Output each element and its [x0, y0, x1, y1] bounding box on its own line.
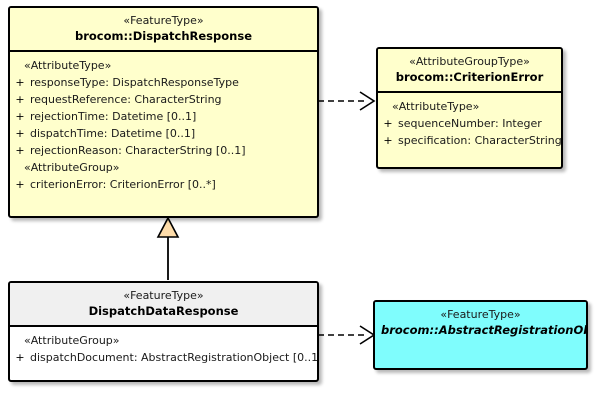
attribute-visibility: + — [15, 93, 25, 106]
class-name: DispatchDataResponse — [88, 304, 239, 318]
class-name: brocom::AbstractRegistrationObject — [381, 323, 586, 337]
attribute-row[interactable]: + sequenceNumber: Integer — [378, 115, 561, 132]
class-box-dispatch-response[interactable]: «FeatureType» brocom::DispatchResponse «… — [8, 6, 319, 218]
attribute-text: dispatchDocument: AbstractRegistrationOb… — [30, 351, 319, 364]
class-stereotype: «FeatureType» — [440, 308, 521, 321]
attribute-text: dispatchTime: Datetime [0..1] — [30, 127, 196, 140]
class-box-abstract-registration-object[interactable]: «FeatureType» brocom::AbstractRegistrati… — [373, 300, 588, 370]
attribute-row[interactable]: + rejectionTime: Datetime [0..1] — [10, 108, 317, 125]
class-header-dispatch-response: «FeatureType» brocom::DispatchResponse — [10, 8, 317, 52]
attribute-visibility: + — [15, 76, 25, 89]
open-arrowhead-icon — [359, 91, 376, 111]
compartment-group-label: «AttributeType» — [24, 59, 112, 72]
dependency-dispatch-response-to-criterion-error[interactable] — [318, 88, 378, 114]
class-header-dispatch-data-response: «FeatureType» DispatchDataResponse — [10, 283, 317, 327]
class-stereotype: «AttributeGroupType» — [409, 55, 530, 68]
class-box-dispatch-data-response[interactable]: «FeatureType» DispatchDataResponse «Attr… — [8, 281, 319, 382]
compartment-attribute-type: «AttributeType» + sequenceNumber: Intege… — [378, 93, 561, 155]
attribute-text: requestReference: CharacterString — [30, 93, 222, 106]
class-name: brocom::CriterionError — [395, 70, 544, 84]
attribute-visibility: + — [15, 144, 25, 157]
dependency-dispatch-data-response-to-abstract-registration-object[interactable] — [318, 322, 378, 348]
compartment-attribute-group: «AttributeGroup» + dispatchDocument: Abs… — [10, 327, 317, 372]
class-name: brocom::DispatchResponse — [75, 29, 252, 43]
attribute-visibility: + — [15, 127, 25, 140]
attribute-text: specification: CharacterString — [398, 134, 562, 147]
generalization-dispatch-data-response-to-dispatch-response[interactable] — [148, 216, 188, 282]
compartment-group-label: «AttributeGroup» — [24, 334, 120, 347]
attribute-row[interactable]: + rejectionReason: CharacterString [0..1… — [10, 142, 317, 159]
attribute-row[interactable]: + responseType: DispatchResponseType — [10, 74, 317, 91]
attribute-text: rejectionReason: CharacterString [0..1] — [30, 144, 246, 157]
attribute-row[interactable]: + dispatchTime: Datetime [0..1] — [10, 125, 317, 142]
attribute-text: responseType: DispatchResponseType — [30, 76, 239, 89]
attribute-row[interactable]: + dispatchDocument: AbstractRegistration… — [10, 349, 317, 366]
attribute-visibility: + — [15, 178, 25, 191]
attribute-visibility: + — [15, 351, 25, 364]
attribute-visibility: + — [15, 110, 25, 123]
class-header-abstract-registration-object: «FeatureType» brocom::AbstractRegistrati… — [375, 302, 586, 344]
class-header-criterion-error: «AttributeGroupType» brocom::CriterionEr… — [378, 49, 561, 93]
class-box-criterion-error[interactable]: «AttributeGroupType» brocom::CriterionEr… — [376, 47, 563, 169]
attribute-row[interactable]: + criterionError: CriterionError [0..*] — [10, 176, 317, 193]
compartment-group-label: «AttributeType» — [392, 100, 480, 113]
attribute-visibility: + — [383, 134, 393, 147]
attribute-visibility: + — [383, 117, 393, 130]
attribute-row[interactable]: + specification: CharacterString — [378, 132, 561, 149]
attribute-row[interactable]: + requestReference: CharacterString — [10, 91, 317, 108]
compartment-attribute-type: «AttributeType» + responseType: Dispatch… — [10, 52, 317, 199]
class-stereotype: «FeatureType» — [123, 14, 204, 27]
attribute-text: criterionError: CriterionError [0..*] — [30, 178, 216, 191]
attribute-text: rejectionTime: Datetime [0..1] — [30, 110, 197, 123]
attribute-text: sequenceNumber: Integer — [398, 117, 542, 130]
hollow-triangle-arrowhead-icon — [156, 216, 180, 238]
compartment-group-label: «AttributeGroup» — [24, 161, 120, 174]
class-stereotype: «FeatureType» — [123, 289, 204, 302]
